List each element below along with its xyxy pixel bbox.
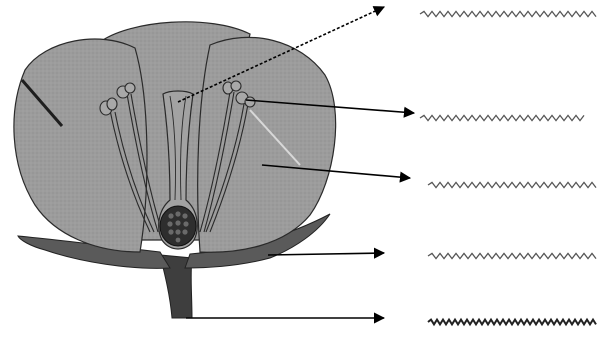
petal-right — [198, 37, 336, 252]
blank-petal — [428, 182, 596, 187]
answer-blanks — [420, 11, 596, 324]
blank-stalk — [428, 320, 596, 325]
arrow-sepal — [268, 253, 384, 255]
blank-sepal — [428, 253, 596, 258]
petal-left — [14, 39, 147, 252]
ovary — [160, 206, 196, 246]
blank-pistil — [420, 11, 596, 16]
blank-anther — [420, 115, 584, 120]
